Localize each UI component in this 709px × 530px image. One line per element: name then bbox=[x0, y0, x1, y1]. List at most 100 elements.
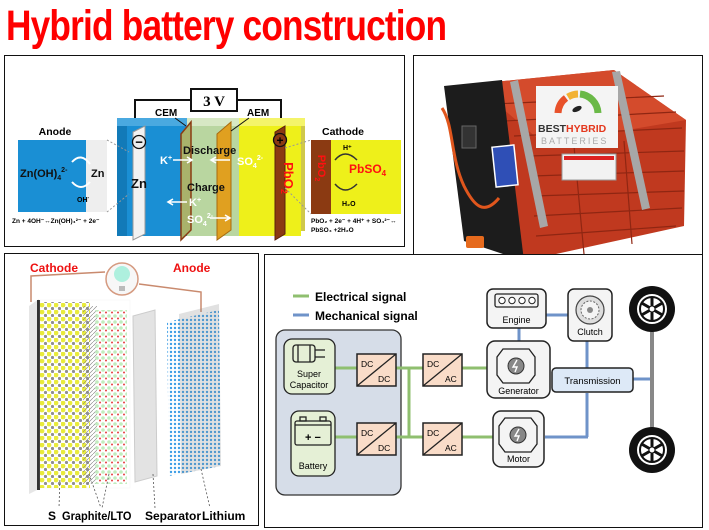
li-s-cell-panel: Cathode Anode S Graphite/LTO Separator L… bbox=[4, 253, 259, 526]
cathode-current-collector bbox=[37, 300, 40, 490]
zn-electrode-label: Zn bbox=[131, 176, 147, 191]
powertrain-panel: Electrical signal Mechanical signal bbox=[264, 254, 703, 528]
gauge-green bbox=[579, 90, 602, 114]
battery-pack-image: BESTHYBRID BATTERIES bbox=[440, 70, 686, 261]
layer-pointers bbox=[58, 468, 211, 509]
middle-top-face bbox=[187, 118, 239, 126]
battery-terminals: + − bbox=[305, 432, 321, 444]
anolyte-side-face bbox=[117, 124, 127, 236]
cathode-mediator-bottom: H₂O bbox=[342, 201, 356, 208]
discharge-label: Discharge bbox=[183, 145, 236, 157]
cathode-species-left: PbO2 bbox=[313, 155, 327, 182]
anolyte-top-face bbox=[117, 118, 187, 126]
cathode-detail-electrolyte bbox=[331, 140, 401, 214]
electrical-lines bbox=[335, 366, 493, 439]
brand-line2: BATTERIES bbox=[541, 136, 608, 146]
legend-mechanical-label: Mechanical signal bbox=[315, 309, 418, 323]
anode-reverse-arrow bbox=[71, 181, 91, 188]
anode-species-right: Zn bbox=[91, 168, 105, 180]
aem-membrane bbox=[216, 120, 232, 241]
cathode-mediator-top: H⁺ bbox=[343, 145, 352, 152]
layer-label-lithium: Lithium bbox=[202, 509, 245, 523]
svg-text:AC: AC bbox=[445, 374, 457, 384]
cathode-equation-line2: PbSO₄ +2H₂O bbox=[311, 227, 354, 234]
svg-text:DC: DC bbox=[378, 374, 390, 384]
svg-text:DC: DC bbox=[427, 428, 439, 438]
anode-mediator: OH- bbox=[77, 195, 90, 204]
li-s-diagram: Cathode Anode S Graphite/LTO Separator L… bbox=[29, 261, 245, 523]
sulfur-layer bbox=[40, 302, 90, 488]
discharge-so4-ion: SO42- bbox=[237, 155, 264, 170]
aem-label: AEM bbox=[247, 108, 269, 119]
li-s-wire-left bbox=[30, 271, 106, 302]
transmission-box bbox=[551, 367, 634, 393]
layer-label-graphite-lto: Graphite/LTO bbox=[62, 511, 131, 523]
blue-label bbox=[491, 144, 519, 188]
gauge-needle-icon bbox=[572, 105, 582, 113]
cathode-detail-pbo2 bbox=[311, 140, 331, 214]
layer-label-separator: Separator bbox=[145, 509, 201, 523]
li-s-cathode-label: Cathode bbox=[30, 261, 78, 275]
cathode-equation-line1: PbO₂ + 2e⁻ + 4H⁺ + SO₄²⁻↔ bbox=[311, 218, 396, 225]
powertrain-diagram: Electrical signal Mechanical signal bbox=[275, 286, 675, 496]
cathode-zoom-line-top bbox=[284, 139, 312, 149]
dcac-converter-top: DC AC bbox=[422, 353, 463, 387]
super-capacitor-label-2: Capacitor bbox=[290, 380, 329, 390]
wheel-bottom-icon bbox=[629, 427, 675, 473]
cathode-reverse-arrow bbox=[334, 183, 358, 191]
generator-icon bbox=[496, 348, 536, 384]
pbo2-electrode-label: PbO2 bbox=[279, 162, 296, 194]
charge-so4-ion: SO42- bbox=[187, 213, 214, 228]
negative-terminal-icon bbox=[131, 134, 147, 150]
clutch-label: Clutch bbox=[577, 327, 603, 337]
cem-pointer bbox=[174, 117, 187, 127]
dcac-converter-bottom: DC AC bbox=[422, 422, 463, 456]
capacitor-icon bbox=[292, 344, 325, 363]
zn-pbo2-cell-panel: 3 V − Zn + PbO2 CEM AEM Discharge K bbox=[4, 55, 405, 247]
brand-line1: BESTHYBRID bbox=[538, 123, 607, 135]
li-s-anode-label: Anode bbox=[173, 261, 211, 275]
li-s-wire-right bbox=[138, 283, 202, 312]
battery-label: Battery bbox=[299, 461, 328, 471]
cathode-forward-arrow bbox=[334, 153, 358, 161]
cem-label: CEM bbox=[155, 108, 177, 119]
lithium-layer bbox=[167, 310, 221, 476]
charge-label: Charge bbox=[187, 182, 225, 194]
super-capacitor-label-1: Super bbox=[297, 369, 321, 379]
discharge-k-arrow bbox=[173, 156, 194, 164]
anode-collector bbox=[179, 304, 221, 474]
strap-left bbox=[510, 80, 548, 228]
anode-detail-electrolyte bbox=[18, 140, 86, 212]
gauge-red bbox=[554, 95, 569, 114]
layer-label-s: S bbox=[48, 509, 56, 523]
battery-pack-photo-panel: BESTHYBRID BATTERIES bbox=[413, 55, 703, 272]
anode-zoom-line-top bbox=[106, 139, 130, 153]
anode-detail-heading: Anode bbox=[39, 126, 72, 138]
anode-forward-arrow bbox=[71, 156, 91, 165]
battery-box bbox=[290, 410, 336, 477]
charge-k-arrow bbox=[166, 198, 187, 206]
engine-label: Engine bbox=[502, 315, 530, 325]
svg-text:AC: AC bbox=[445, 443, 457, 453]
svg-text:DC: DC bbox=[361, 359, 373, 369]
positive-terminal-icon bbox=[272, 132, 288, 148]
bulb-glow bbox=[114, 266, 130, 282]
cathode-species-right: PbSO4 bbox=[349, 162, 387, 178]
orange-cable bbox=[440, 107, 501, 209]
motor-label: Motor bbox=[507, 454, 530, 464]
discharge-so4-arrow bbox=[209, 156, 230, 164]
svg-text:DC: DC bbox=[378, 443, 390, 453]
anode-equation: Zn + 4OH⁻↔Zn(OH)₄²⁻ + 2e⁻ bbox=[12, 218, 100, 225]
anode-zoom-line-bottom bbox=[106, 193, 130, 213]
gauge-yellow bbox=[566, 90, 579, 101]
svg-text:DC: DC bbox=[427, 359, 439, 369]
connector bbox=[466, 236, 484, 248]
anode-detail-zn bbox=[86, 140, 107, 212]
cathode-box bbox=[39, 299, 131, 489]
strap-right bbox=[612, 71, 650, 210]
pbo2-electrode bbox=[274, 125, 286, 241]
legend-electrical-label: Electrical signal bbox=[315, 290, 406, 304]
positive-symbol: + bbox=[276, 134, 283, 148]
charge-so4-arrow bbox=[210, 214, 232, 222]
dcdc-converter-bottom: DC DC bbox=[356, 422, 397, 456]
